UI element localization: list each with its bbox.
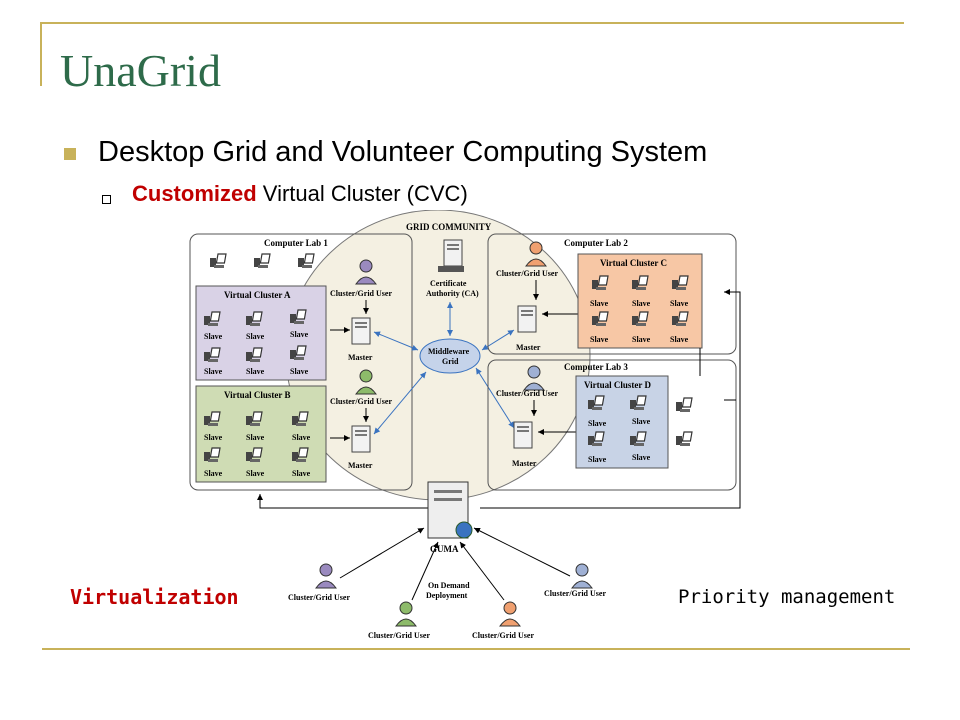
frame-bottom-rule (42, 648, 910, 650)
computer-lab-2-label: Computer Lab 2 (564, 238, 628, 248)
slave-label: Slave (246, 332, 265, 341)
virtual-cluster-c-box (577, 253, 703, 349)
slave-label: Slave (670, 335, 689, 344)
virtual-cluster-b-box (195, 385, 327, 483)
master-label: Master (348, 353, 373, 362)
frame-top-rule (40, 22, 904, 24)
computer-lab-1-box (189, 233, 413, 491)
slave-label: Slave (632, 453, 651, 462)
middleware-label-2: Grid (442, 357, 459, 366)
slave-label: Slave (204, 433, 223, 442)
slide-title: UnaGrid (60, 45, 221, 96)
virtual-cluster-a-label: Virtual Cluster A (224, 290, 291, 300)
priority-management-label: Priority management (678, 586, 896, 608)
bullet-main-text: Desktop Grid and Volunteer Computing Sys… (98, 136, 708, 168)
master-label: Master (512, 459, 537, 468)
cluster-grid-user-label: Cluster/Grid User (330, 289, 392, 298)
on-demand-label-2: Deployment (426, 591, 468, 600)
cluster-grid-user-label: Cluster/Grid User (330, 397, 392, 406)
slave-label: Slave (670, 299, 689, 308)
master-label: Master (516, 343, 541, 352)
cluster-grid-user-label: Cluster/Grid User (544, 589, 606, 598)
slave-label: Slave (632, 335, 651, 344)
slave-label: Slave (632, 417, 651, 426)
master-label: Master (348, 461, 373, 470)
cluster-grid-user-icon (315, 563, 337, 589)
slave-label: Slave (290, 367, 309, 376)
slave-label: Slave (588, 419, 607, 428)
cluster-grid-user-label: Cluster/Grid User (288, 593, 350, 602)
cluster-grid-user-icon (525, 241, 547, 267)
slave-label: Slave (204, 367, 223, 376)
slave-label: Slave (588, 455, 607, 464)
unagrid-architecture-diagram: GRID COMMUNITY Computer Lab 1 Virtual Cl… (189, 210, 741, 640)
slave-label: Slave (246, 469, 265, 478)
cluster-grid-user-icon (395, 601, 417, 627)
on-demand-label-1: On Demand (428, 581, 470, 590)
cluster-grid-user-icon (571, 563, 593, 589)
slave-label: Slave (246, 433, 265, 442)
computer-lab-3-box (487, 359, 737, 491)
virtual-cluster-d-label: Virtual Cluster D (584, 380, 651, 390)
virtual-cluster-b-label: Virtual Cluster B (224, 390, 291, 400)
cluster-grid-user-label: Cluster/Grid User (368, 631, 430, 640)
frame-left-accent (40, 22, 42, 86)
middleware-grid-ellipse (419, 338, 481, 374)
cluster-grid-user-icon (523, 365, 545, 391)
cluster-grid-user-icon (355, 259, 377, 285)
computer-lab-3-label: Computer Lab 3 (564, 362, 628, 372)
slave-label: Slave (632, 299, 651, 308)
slave-label: Slave (204, 469, 223, 478)
middleware-label-1: Middleware (428, 347, 470, 356)
computer-lab-1-label: Computer Lab 1 (264, 238, 328, 248)
cluster-grid-user-icon (355, 369, 377, 395)
slave-label: Slave (246, 367, 265, 376)
slave-label: Slave (590, 299, 609, 308)
certificate-authority-label-1: Certificate (430, 279, 467, 288)
cluster-grid-user-icon (499, 601, 521, 627)
bullet-sub-rest: Virtual Cluster (CVC) (256, 181, 468, 206)
virtual-cluster-d-box (575, 375, 669, 469)
slave-label: Slave (290, 330, 309, 339)
cluster-grid-user-label: Cluster/Grid User (472, 631, 534, 640)
guma-label: GUMA (430, 544, 459, 554)
computer-lab-2-box (487, 233, 737, 355)
bullet-sub-emphasis: Customized (132, 181, 257, 206)
slave-label: Slave (292, 433, 311, 442)
grid-community-label: GRID COMMUNITY (406, 222, 492, 232)
slave-label: Slave (590, 335, 609, 344)
virtual-cluster-a-box (195, 285, 327, 381)
virtualization-label: Virtualization (70, 585, 239, 609)
slave-label: Slave (204, 332, 223, 341)
guma-server-icon (427, 481, 473, 539)
certificate-authority-label-2: Authority (CA) (426, 289, 479, 298)
virtual-cluster-c-label: Virtual Cluster C (600, 258, 667, 268)
bullet-square-icon (64, 148, 76, 160)
bullet-sub-text: Customized Virtual Cluster (CVC) (132, 181, 468, 207)
slave-label: Slave (292, 469, 311, 478)
sub-bullet-square-icon (102, 195, 111, 204)
cluster-grid-user-label: Cluster/Grid User (496, 269, 558, 278)
cluster-grid-user-label: Cluster/Grid User (496, 389, 558, 398)
